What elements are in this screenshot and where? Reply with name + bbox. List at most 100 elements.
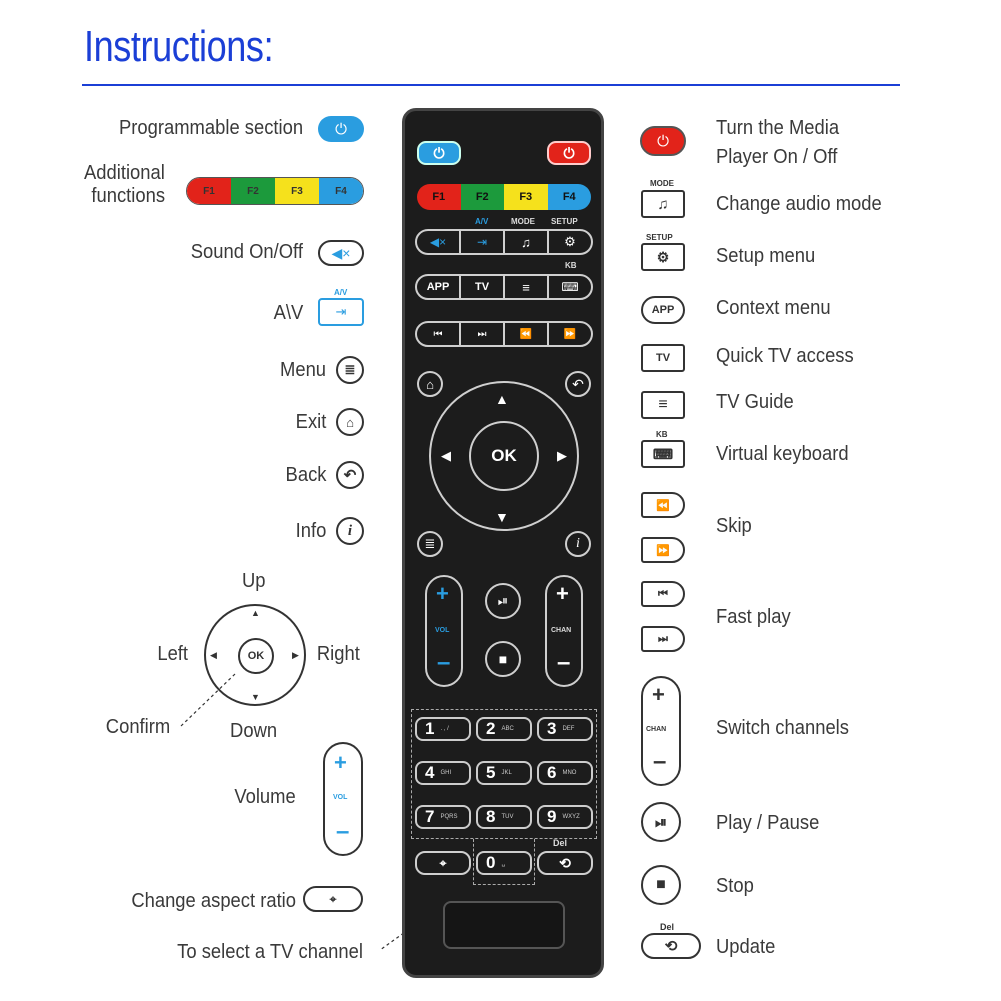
right-arrow-icon: ▶ — [292, 650, 299, 660]
remote-programmable-button[interactable]: ⏻ — [417, 141, 461, 165]
channel-switch-icon: + CHAN – — [641, 676, 681, 786]
previous-track-icon: ⏮ — [641, 581, 685, 607]
remote-av-button[interactable]: ⇥ — [459, 231, 503, 253]
remote-digit-8-button[interactable]: 8 TUV — [476, 805, 532, 829]
remote-digit-label: 1 — [425, 719, 435, 738]
setup-gear-icon: ⚙ — [641, 243, 685, 271]
remote-tv-button[interactable]: TV — [459, 276, 503, 298]
remote-mode-button[interactable]: ♫ — [503, 231, 547, 253]
remote-digit-letters: GHI — [440, 770, 452, 776]
remote-app-button[interactable]: APP — [426, 281, 450, 293]
label-back: Back — [285, 464, 326, 486]
label-additional-1: Additional — [84, 162, 165, 184]
remote-update-button[interactable]: ⟲ — [537, 851, 593, 875]
f1-key: F1 — [187, 178, 231, 204]
remote-left-button[interactable]: ◀ — [441, 448, 451, 463]
aspect-ratio-icon: ⌖ — [303, 886, 363, 912]
label-quick-tv: Quick TV access — [716, 345, 854, 367]
remote-f3-button[interactable]: F3 — [504, 184, 548, 210]
remote-channel-rocker[interactable]: + CHAN – — [545, 575, 583, 687]
confirm-leader-line — [180, 673, 236, 727]
remote-channel-down-icon: – — [557, 649, 571, 676]
label-setup: Setup menu — [716, 245, 816, 267]
label-sound: Sound On/Off — [190, 241, 303, 263]
label-info: Info — [295, 520, 326, 542]
label-right: Right — [316, 643, 360, 665]
power-icon: ⏻ — [640, 126, 686, 156]
remote-back-button[interactable]: ↶ — [565, 371, 591, 397]
remote-digit-label: 7 — [425, 807, 435, 826]
remote-rewind-button[interactable]: ⏪ — [503, 323, 547, 345]
f4-key: F4 — [319, 178, 363, 204]
remote-aspect-button[interactable]: ⌖ — [415, 851, 471, 875]
remote-keyboard-button[interactable]: ⌨ — [547, 276, 591, 298]
remote-down-button[interactable]: ▼ — [495, 509, 509, 525]
programmable-power-icon: ⏻ — [318, 116, 364, 142]
remote-digit-letters: PQRS — [440, 814, 458, 820]
function-keys-strip: F1 F2 F3 F4 — [186, 177, 364, 205]
remote-play-pause-button[interactable]: ⏯ — [485, 583, 521, 619]
remote-vol-caption: VOL — [435, 627, 450, 634]
remote-guide-button[interactable]: ≡ — [503, 276, 547, 298]
remote-digit-1-button[interactable]: 1. , / — [415, 717, 471, 741]
info-icon: i — [336, 517, 364, 545]
remote-app-row: APP TV ≡ ⌨ — [415, 274, 593, 300]
label-up: Up — [242, 570, 266, 592]
remote-digit-label: 5 — [486, 763, 496, 782]
remote-zero-frame — [473, 839, 535, 885]
label-left: Left — [157, 643, 189, 665]
remote-stop-button[interactable]: ■ — [485, 641, 521, 677]
remote-menu-button[interactable]: ≣ — [417, 531, 443, 557]
volume-plus-icon: + — [334, 750, 347, 775]
remote-setup-caption: SETUP — [551, 217, 578, 226]
remote-f2-button[interactable]: F2 — [460, 184, 504, 210]
label-play-pause: Play / Pause — [716, 812, 820, 834]
f2-key: F2 — [231, 178, 275, 204]
av-caption: A/V — [334, 288, 348, 297]
remote-ok-button[interactable]: OK — [469, 421, 539, 491]
remote-exit-button[interactable]: ⌂ — [417, 371, 443, 397]
remote-f1-button[interactable]: F1 — [417, 184, 461, 210]
remote-up-button[interactable]: ▲ — [495, 391, 509, 407]
label-programmable: Programmable section — [118, 117, 303, 139]
remote-setup-button[interactable]: ⚙ — [547, 231, 591, 253]
remote-digit-letters: TUV — [501, 814, 514, 820]
label-switch: Switch channels — [716, 717, 849, 739]
remote-power-button[interactable]: ⏻ — [547, 141, 591, 165]
label-fast-play: Fast play — [716, 606, 791, 628]
remote-prev-button[interactable]: ⏮ — [433, 328, 443, 340]
ok-legend-icon: OK — [238, 638, 274, 674]
remote-digit-label: 8 — [486, 807, 496, 826]
remote-digit-4-button[interactable]: 4 GHI — [415, 761, 471, 785]
label-confirm: Confirm — [105, 716, 171, 738]
remote-volume-rocker[interactable]: + VOL – — [425, 575, 463, 687]
remote-next-button[interactable]: ⏭ — [459, 323, 503, 345]
audio-mode-icon: ♫ — [641, 190, 685, 218]
remote-f4-button[interactable]: F4 — [547, 184, 591, 210]
exit-icon: ⌂ — [336, 408, 364, 436]
remote-numpad-frame — [411, 709, 597, 839]
label-context: Context menu — [716, 297, 831, 319]
rewind-icon: ⏪ — [641, 492, 685, 518]
remote-right-button[interactable]: ▶ — [557, 448, 567, 463]
quick-tv-icon: TV — [641, 344, 685, 372]
remote-digit-label: 4 — [425, 763, 435, 782]
remote-dpad: ▲ ▼ ◀ ▶ OK — [429, 381, 579, 531]
remote-mute-button[interactable]: ◀× — [429, 235, 447, 249]
label-keyboard: Virtual keyboard — [716, 443, 849, 465]
volume-minus-icon: – — [336, 818, 350, 845]
remote-forward-button[interactable]: ⏩ — [547, 323, 591, 345]
remote-digit-7-button[interactable]: 7 PQRS — [415, 805, 471, 829]
next-track-icon: ⏭ — [641, 626, 685, 652]
remote-digit-0-button[interactable]: 0␣ — [476, 851, 532, 875]
label-stop: Stop — [716, 875, 754, 897]
remote-info-button[interactable]: i — [565, 531, 591, 557]
label-tv-channel: To select a TV channel — [177, 941, 363, 963]
dpad-legend-ring: OK ▲ ▼ ◀ ▶ — [204, 604, 306, 706]
volume-legend-icon: + VOL – — [323, 742, 363, 856]
